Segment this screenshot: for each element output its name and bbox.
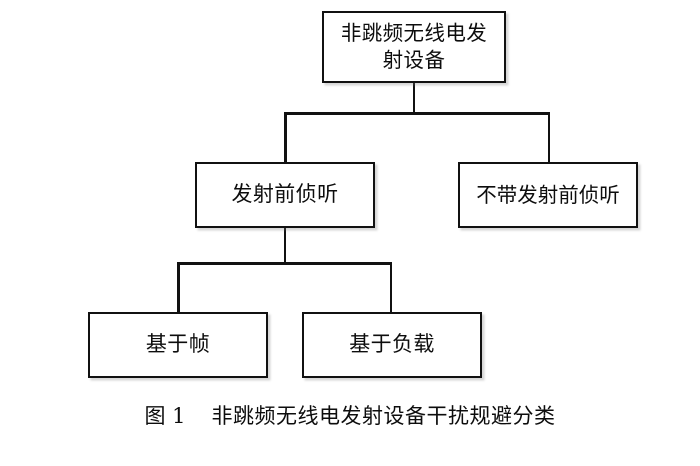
figure-caption-number: 图 1 bbox=[144, 404, 186, 428]
node-without-listen-before-talk-label: 不带发射前侦听 bbox=[476, 182, 620, 207]
connector-lbt-stem bbox=[283, 228, 287, 264]
connector-drop-to-lbt bbox=[284, 112, 287, 162]
figure-caption: 图 1 非跳频无线电发射设备干扰规避分类 bbox=[0, 404, 700, 429]
node-load-based: 基于负载 bbox=[302, 312, 482, 378]
node-frame-based: 基于帧 bbox=[88, 312, 268, 378]
connector-root-stem bbox=[412, 83, 415, 114]
node-root-non-frequency-hopping-transmitter: 非跳频无线电发 射设备 bbox=[322, 11, 506, 83]
connector-level1-bus bbox=[284, 112, 550, 115]
node-root-label: 非跳频无线电发 射设备 bbox=[340, 21, 488, 72]
connector-level2-bus bbox=[177, 262, 392, 265]
node-frame-based-label: 基于帧 bbox=[145, 332, 211, 357]
node-without-listen-before-talk: 不带发射前侦听 bbox=[458, 162, 638, 228]
node-listen-before-talk: 发射前侦听 bbox=[195, 162, 375, 228]
connector-drop-to-load-based bbox=[389, 262, 392, 312]
node-load-based-label: 基于负载 bbox=[349, 332, 435, 357]
connector-drop-to-no-lbt bbox=[547, 112, 550, 162]
node-listen-before-talk-label: 发射前侦听 bbox=[231, 182, 339, 207]
tree-diagram: 非跳频无线电发 射设备 发射前侦听 不带发射前侦听 基于帧 基于负载 bbox=[88, 11, 638, 378]
figure-caption-title: 非跳频无线电发射设备干扰规避分类 bbox=[211, 404, 556, 428]
connector-drop-to-frame-based bbox=[177, 262, 180, 312]
